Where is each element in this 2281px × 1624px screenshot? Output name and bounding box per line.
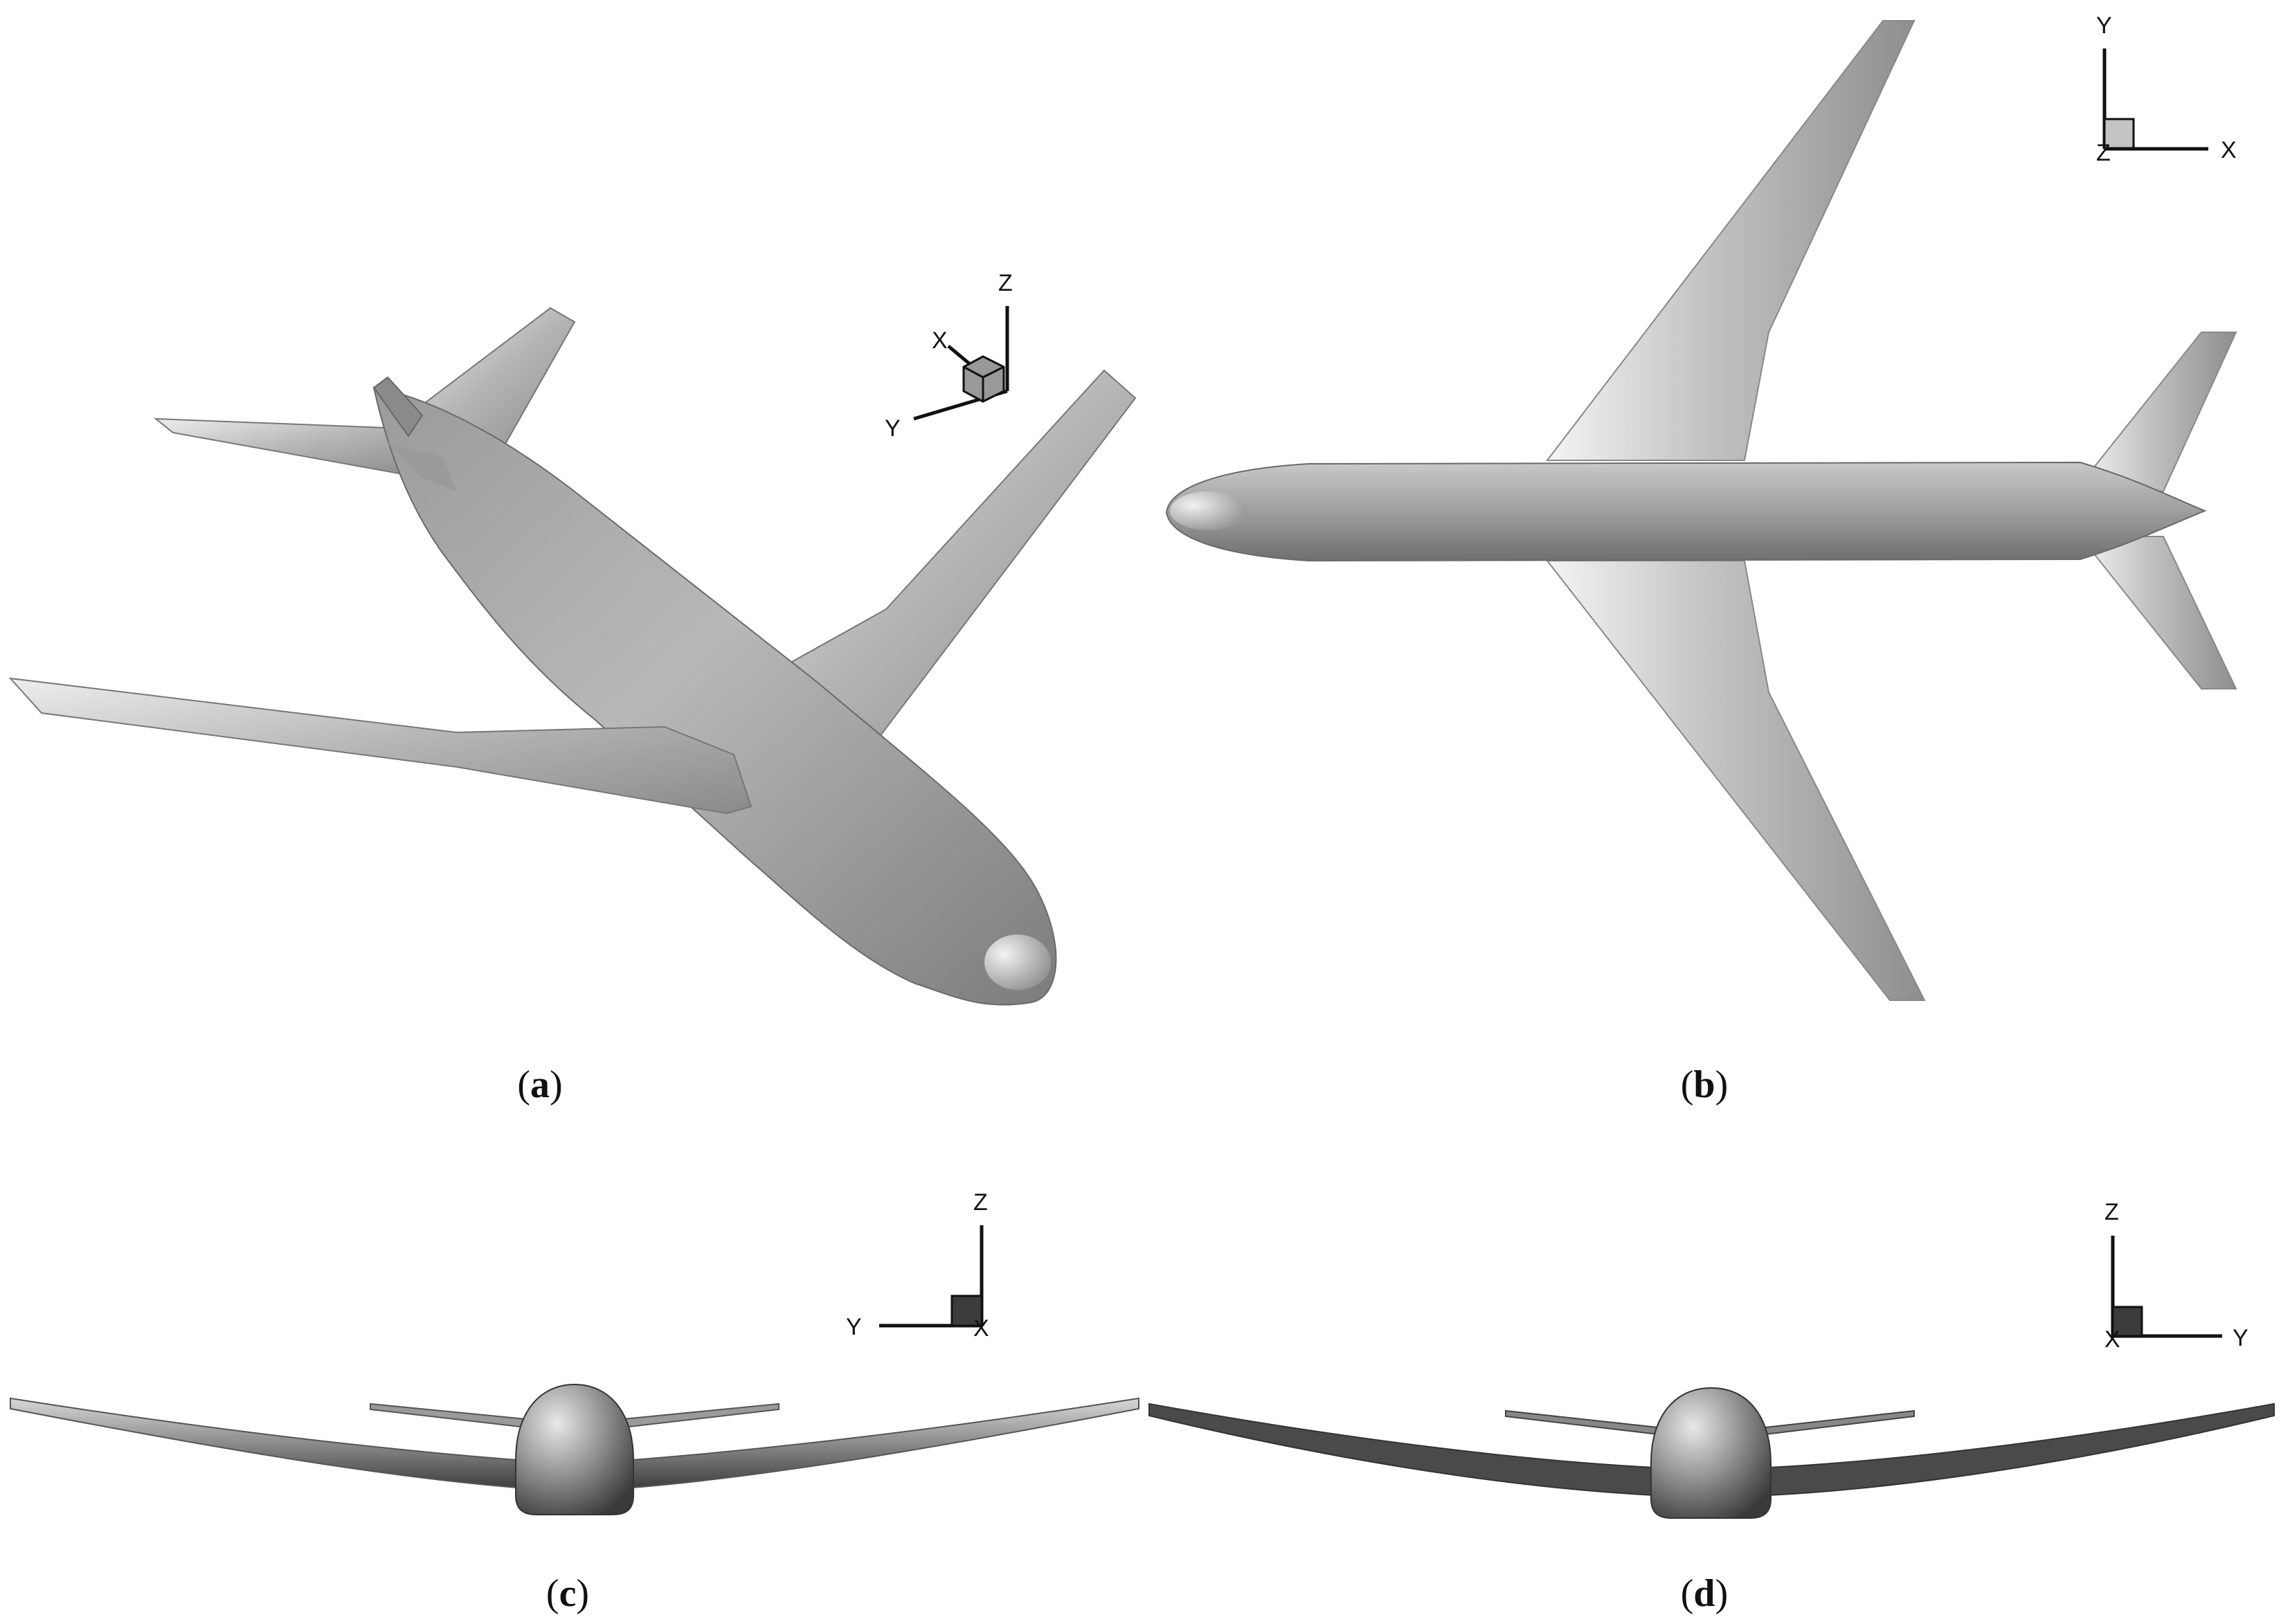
wing-span-right [1768,1402,2275,1497]
axis-triad-a: Z X Y [885,270,1013,442]
panel-a: Z X Y (a) [8,270,1137,1106]
axis-triad-d: Z Y X [2104,1199,2248,1353]
aircraft-top-view [1165,20,2237,1001]
panel-c: Z Y X (c) [10,1189,1139,1615]
caption-b: (b) [1681,1063,1728,1106]
axis-label-x: X [2221,137,2237,163]
axis-cube-icon [2103,118,2135,150]
fuselage-rear [1650,1387,1771,1519]
wing-upper [1545,20,1915,461]
axis-label-z: Z [2096,140,2111,166]
aircraft-isometric-view [8,307,1137,1006]
wing-span-left [1148,1402,1655,1497]
caption-a: (a) [517,1063,562,1106]
axis-label-x: X [932,327,948,354]
axis-label-y: Y [2096,12,2112,39]
wing-near [8,677,752,815]
aircraft-front-view [10,1383,1139,1515]
fuselage [372,386,1057,1006]
caption-d: (d) [1681,1572,1728,1615]
axis-label-y: Y [2233,1325,2248,1351]
nose-highlight-top [1170,491,1246,530]
axis-cube-icon [2111,1306,2143,1337]
caption-c: (c) [546,1572,589,1615]
fuselage-front [515,1383,634,1515]
axis-label-x: X [2104,1326,2120,1353]
aircraft-rear-view [1148,1387,2275,1519]
axis-cube-icon [950,1294,983,1327]
axis-label-z: Z [973,1189,988,1216]
fuselage-top [1165,461,2207,562]
tail-cone [372,376,424,437]
horizontal-tail-upper [2079,332,2237,493]
panel-b: Y X Z (b) [1165,12,2237,1106]
axis-label-x: X [973,1315,989,1342]
axis-triad-b: Y X Z [2096,12,2237,166]
horizontal-tail-lower [2078,536,2237,689]
axis-label-z: Z [2104,1199,2119,1225]
axis-label-z: Z [998,270,1013,296]
axis-label-y: Y [846,1314,862,1340]
horizontal-stabilizer-near [388,443,457,491]
panel-d: Z Y X (d) [1148,1199,2275,1615]
horizontal-stabilizer-far [154,417,424,479]
nose-highlight [984,935,1051,990]
wing-lower [1545,560,1926,1001]
wing-far [766,369,1137,739]
axis-triad-c: Z Y X [846,1189,989,1342]
axis-label-y: Y [885,415,901,442]
